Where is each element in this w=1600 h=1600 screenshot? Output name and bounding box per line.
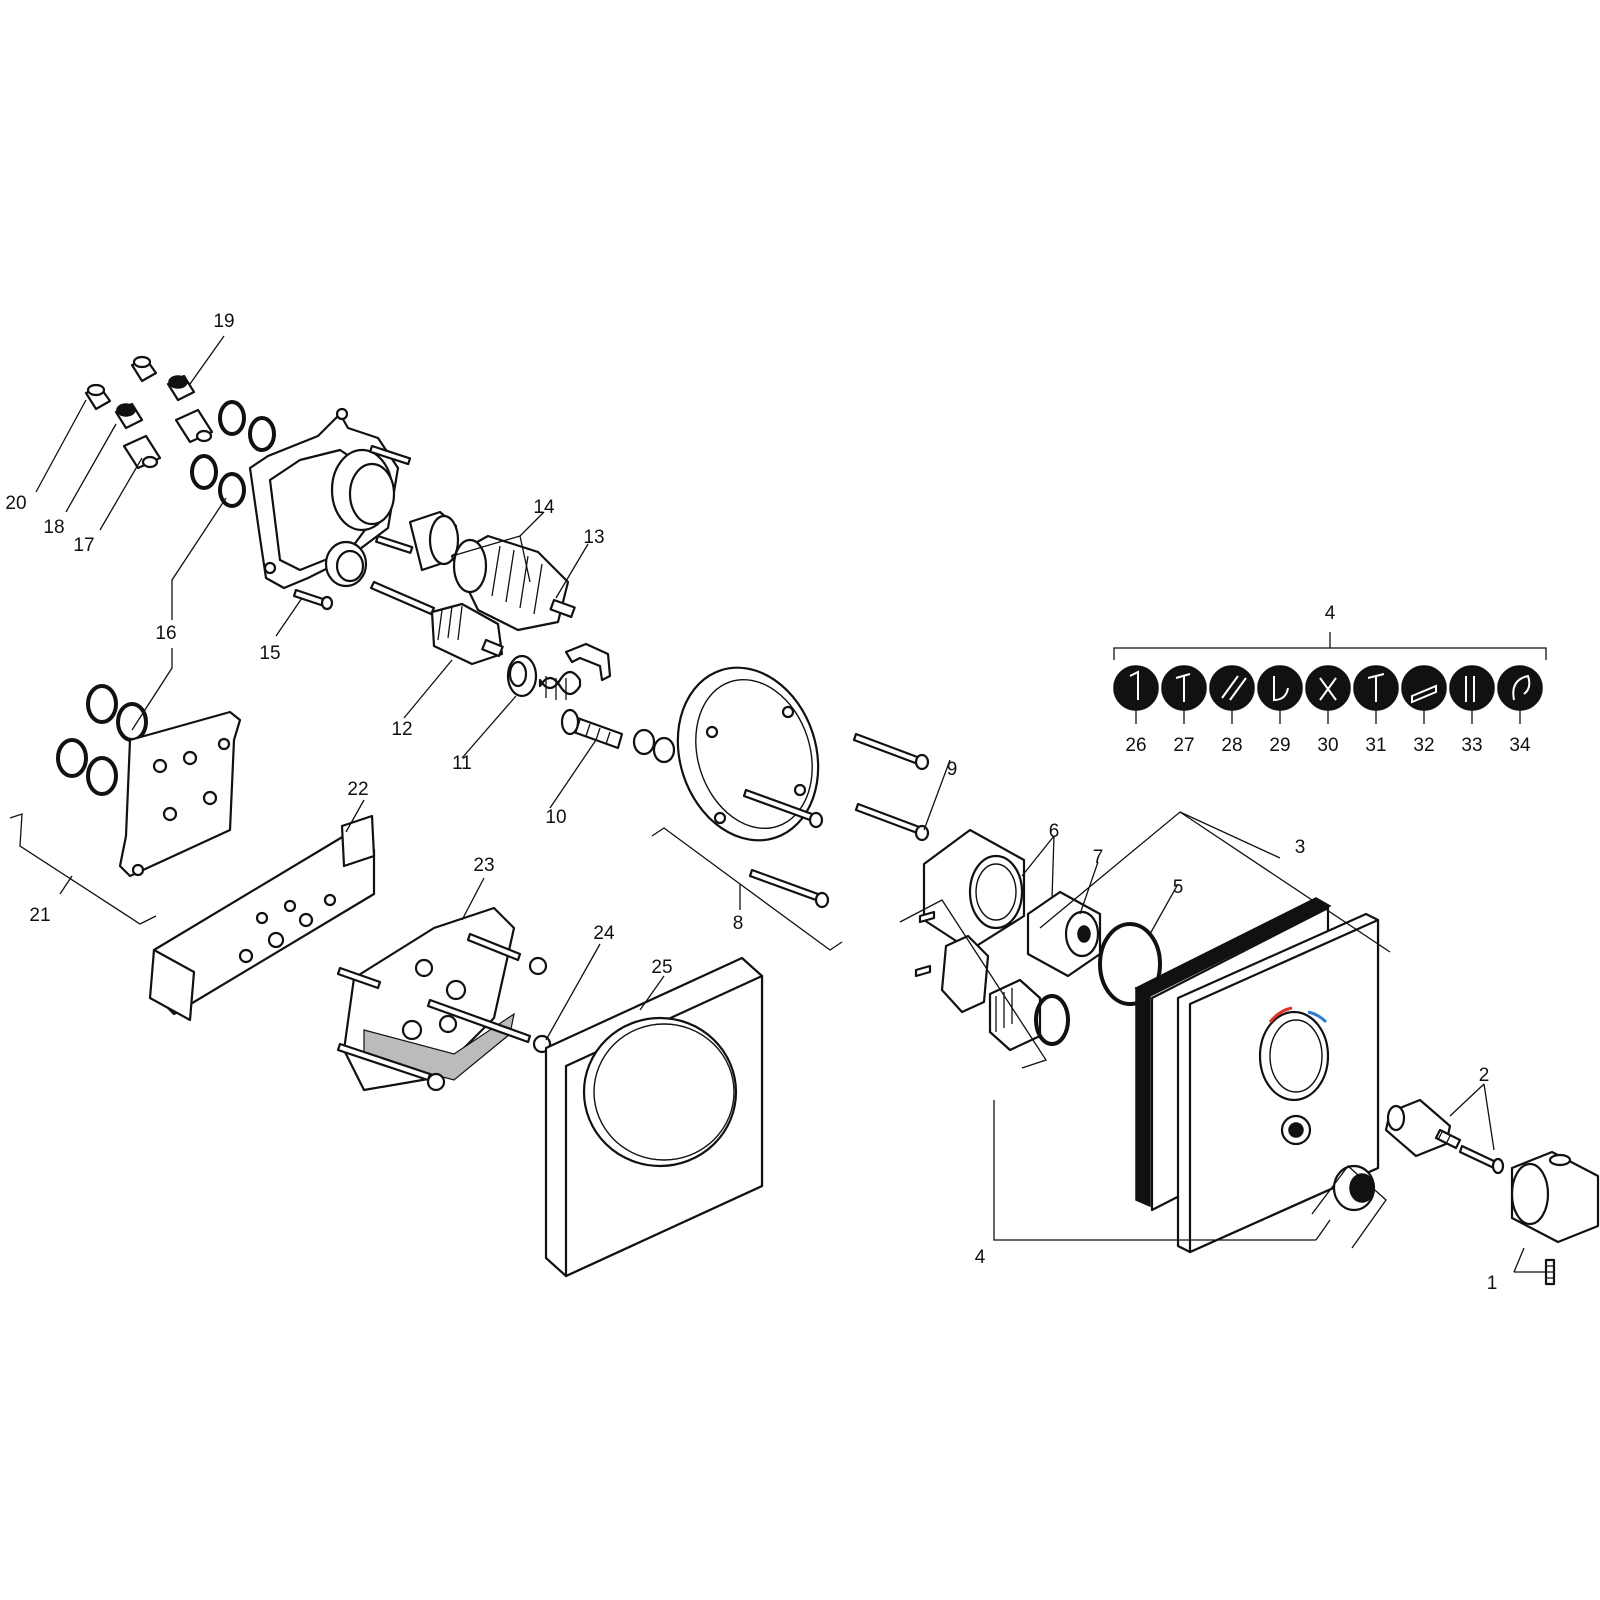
knob-34 [1497,665,1543,711]
part-3-trim-plate [1134,897,1380,1254]
label-7: 7 [1093,847,1104,868]
label-29: 29 [1269,735,1290,756]
part-23-plaster-guard [336,906,552,1092]
part-8-round-plate [676,666,820,842]
part-5-o-ring [1098,922,1162,1006]
knob-28 [1209,665,1255,711]
label-15: 15 [259,643,280,664]
label-30: 30 [1317,735,1338,756]
label-22: 22 [347,779,368,800]
leader-lines [9,335,1547,1273]
part-9-screw [742,732,930,909]
label-1: 1 [1487,1273,1498,1294]
knob-26 [1113,665,1159,711]
part-17-cap [122,434,162,470]
label-5: 5 [1173,877,1184,898]
label-13: 13 [583,527,604,548]
label-4-top: 4 [1325,603,1336,624]
label-4-bottom: 4 [975,1247,986,1268]
part-6-sleeve [922,828,1026,952]
part-18-cap [114,402,144,430]
part-2-extension [1384,1098,1505,1175]
label-8: 8 [733,913,744,934]
label-6: 6 [1049,821,1060,842]
label-12: 12 [391,719,412,740]
label-17: 17 [73,535,94,556]
label-26: 26 [1125,735,1146,756]
part-14-adapter [408,510,460,572]
labels: 1 2 3 4 4 5 6 7 8 9 10 11 12 13 14 15 16… [5,311,1531,1294]
part-20-cap [84,383,112,411]
label-31: 31 [1365,735,1386,756]
valve-body [248,407,414,590]
label-3: 3 [1295,837,1306,858]
label-28: 28 [1221,735,1242,756]
part-16-o-rings-lower [56,684,148,796]
part-10-threaded-rod [560,708,624,750]
label-27: 27 [1173,735,1194,756]
label-33: 33 [1461,735,1482,756]
label-32: 32 [1413,735,1434,756]
label-24: 24 [593,923,615,944]
part-7-sleeve [1026,890,1102,978]
knob-32 [1401,665,1447,711]
label-2: 2 [1479,1065,1490,1086]
part-16-o-rings-upper [190,400,276,508]
label-14: 14 [533,497,555,518]
knob-row [1113,665,1543,711]
knob-29 [1257,665,1303,711]
part-4-knob-lower [1332,1164,1376,1212]
part-10-nut [632,728,676,764]
part-21-mounting-plate [118,710,242,878]
part-12-spindle [369,580,504,666]
part-4-adapter-group [914,910,1070,1052]
label-25: 25 [651,957,672,978]
part-19c-cap [174,408,214,444]
label-19: 19 [213,311,234,332]
part-19a-cap [130,355,158,383]
part-22-bracket [148,814,376,1022]
label-10: 10 [545,807,566,828]
knob-33 [1449,665,1495,711]
label-21: 21 [29,905,50,926]
part-25-square-frame [544,956,764,1278]
label-11: 11 [452,753,472,774]
knob-27 [1161,665,1207,711]
knob-30 [1305,665,1351,711]
label-18: 18 [43,517,64,538]
label-20: 20 [5,493,26,514]
part-caps-group [84,355,214,470]
label-9: 9 [947,759,958,780]
label-34: 34 [1509,735,1531,756]
part-11-nut [506,654,538,698]
part-clip [564,642,612,682]
label-16: 16 [155,623,176,644]
part-19b-cap [166,374,196,402]
label-23: 23 [473,855,494,876]
knob-31 [1353,665,1399,711]
part-1-handle [1510,1150,1600,1286]
part-15-screw [292,588,334,611]
part-spring [538,670,582,700]
